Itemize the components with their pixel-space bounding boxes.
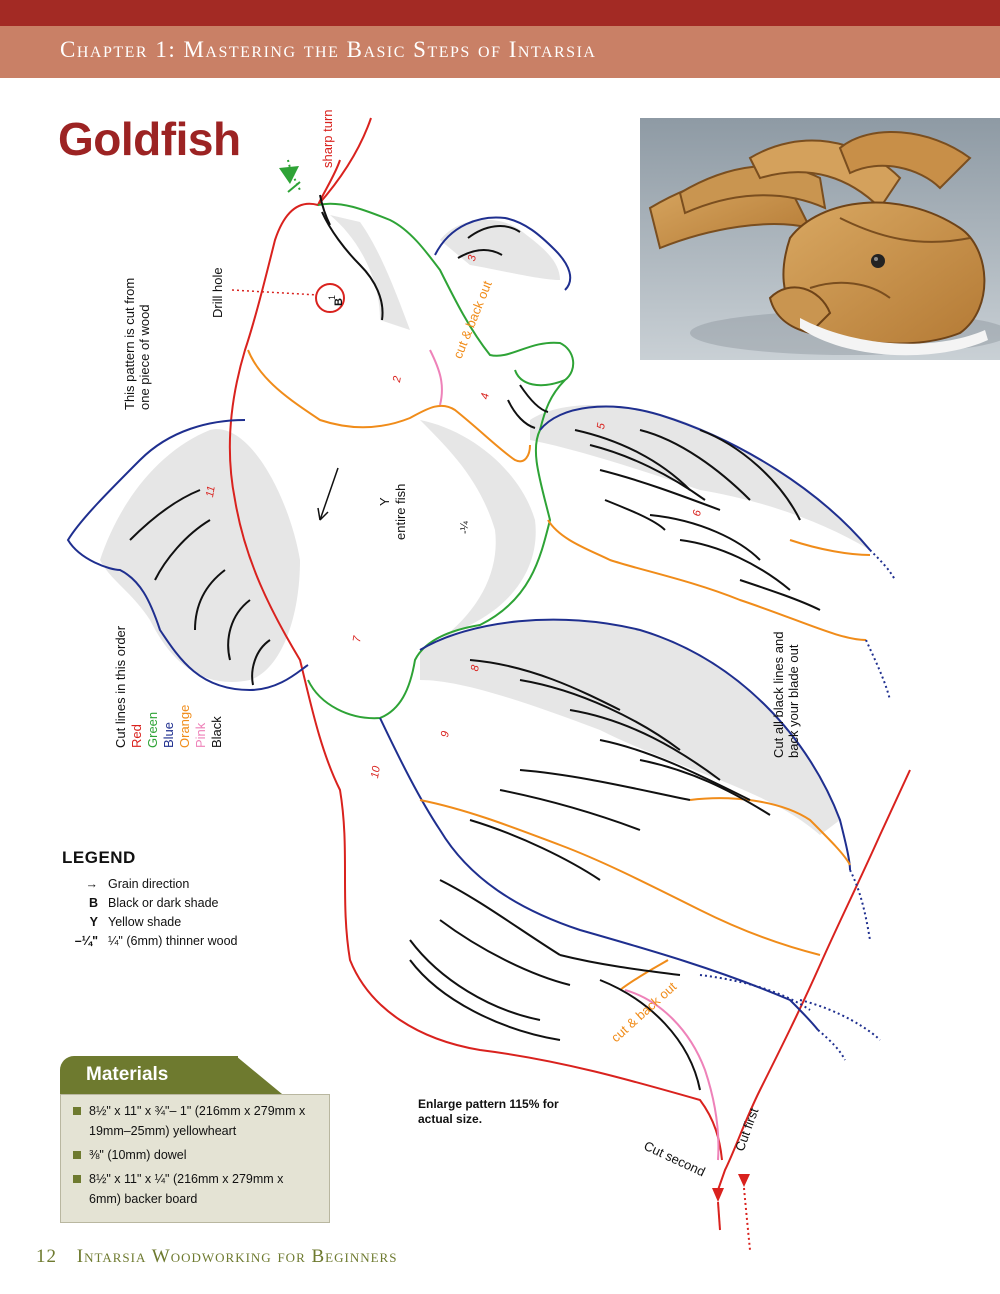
chapter-header: Chapter 1: Mastering the Basic Steps of …: [0, 26, 1000, 78]
materials-header: Materials: [60, 1056, 238, 1094]
page-title: Goldfish: [58, 113, 241, 165]
drill-hole-label: Drill hole: [210, 267, 225, 318]
book-title: Intarsia Woodworking for Beginners: [76, 1246, 398, 1267]
one-piece-label: This pattern is cut from one piece of wo…: [122, 277, 152, 410]
cut-order-heading: Cut lines in this order: [113, 625, 128, 748]
grain-arrow-icon: →: [85, 876, 99, 891]
legend-row: Y Yellow shade: [62, 912, 302, 931]
thinner-wood-label: -¼: [459, 521, 471, 534]
materials-header-tail: [236, 1056, 282, 1094]
legend-symbol: B: [88, 895, 98, 910]
legend: LEGEND → Grain direction B Black or dark…: [62, 848, 302, 950]
sharp-turn-label: sharp turn: [320, 109, 335, 168]
legend-symbol: Y: [89, 914, 98, 929]
materials-item: ⅜" (10mm) dowel: [73, 1145, 318, 1165]
legend-text: Black or dark shade: [108, 895, 219, 910]
enlarge-note: Enlarge pattern 115% for actual size.: [418, 1097, 559, 1126]
page-number: 12: [36, 1246, 57, 1267]
legend-title: LEGEND: [62, 848, 136, 867]
materials-box: Materials 8½" x 11" x ¾"– 1" (216mm x 27…: [60, 1056, 330, 1223]
legend-row: → Grain direction: [62, 874, 302, 893]
chapter-title: Chapter 1: Mastering the Basic Steps of …: [60, 37, 597, 62]
materials-item: 8½" x 11" x ¾"– 1" (216mm x 279mm x 19mm…: [73, 1101, 318, 1141]
top-bar: [0, 0, 1000, 26]
legend-row: –¼" ¼" (6mm) thinner wood: [62, 931, 302, 950]
goldfish-photo: [640, 118, 1000, 360]
cut-order-green: Green: [145, 711, 160, 748]
bullet-icon: [73, 1151, 81, 1159]
legend-text: ¼" (6mm) thinner wood: [108, 933, 238, 948]
bullet-icon: [73, 1107, 81, 1115]
drill-hole-b: B: [333, 298, 345, 306]
cut-order-black: Black: [209, 716, 224, 748]
entire-fish-label: entire fish: [393, 483, 408, 540]
legend-row: B Black or dark shade: [62, 893, 302, 912]
legend-text: Grain direction: [108, 876, 190, 891]
y-shade-label: Y: [377, 497, 392, 506]
materials-list: 8½" x 11" x ¾"– 1" (216mm x 279mm x 19mm…: [60, 1094, 330, 1223]
cut-order-orange: Orange: [177, 704, 192, 748]
materials-item: 8½" x 11" x ¼" (216mm x 279mm x 6mm) bac…: [73, 1169, 318, 1209]
legend-symbol: –¼": [74, 933, 98, 948]
cut-order-red: Red: [129, 724, 144, 748]
page-footer: 12 Intarsia Woodworking for Beginners: [36, 1246, 397, 1268]
legend-text: Yellow shade: [108, 914, 182, 929]
materials-title: Materials: [86, 1064, 169, 1085]
cut-order-pink: Pink: [193, 722, 208, 748]
piece-number: 10: [368, 765, 383, 780]
cut-order-blue: Blue: [161, 721, 176, 748]
bullet-icon: [73, 1175, 81, 1183]
piece-number: 11: [203, 484, 218, 499]
cut-black-lines-label: Cut all black lines and back your blade …: [771, 631, 801, 758]
